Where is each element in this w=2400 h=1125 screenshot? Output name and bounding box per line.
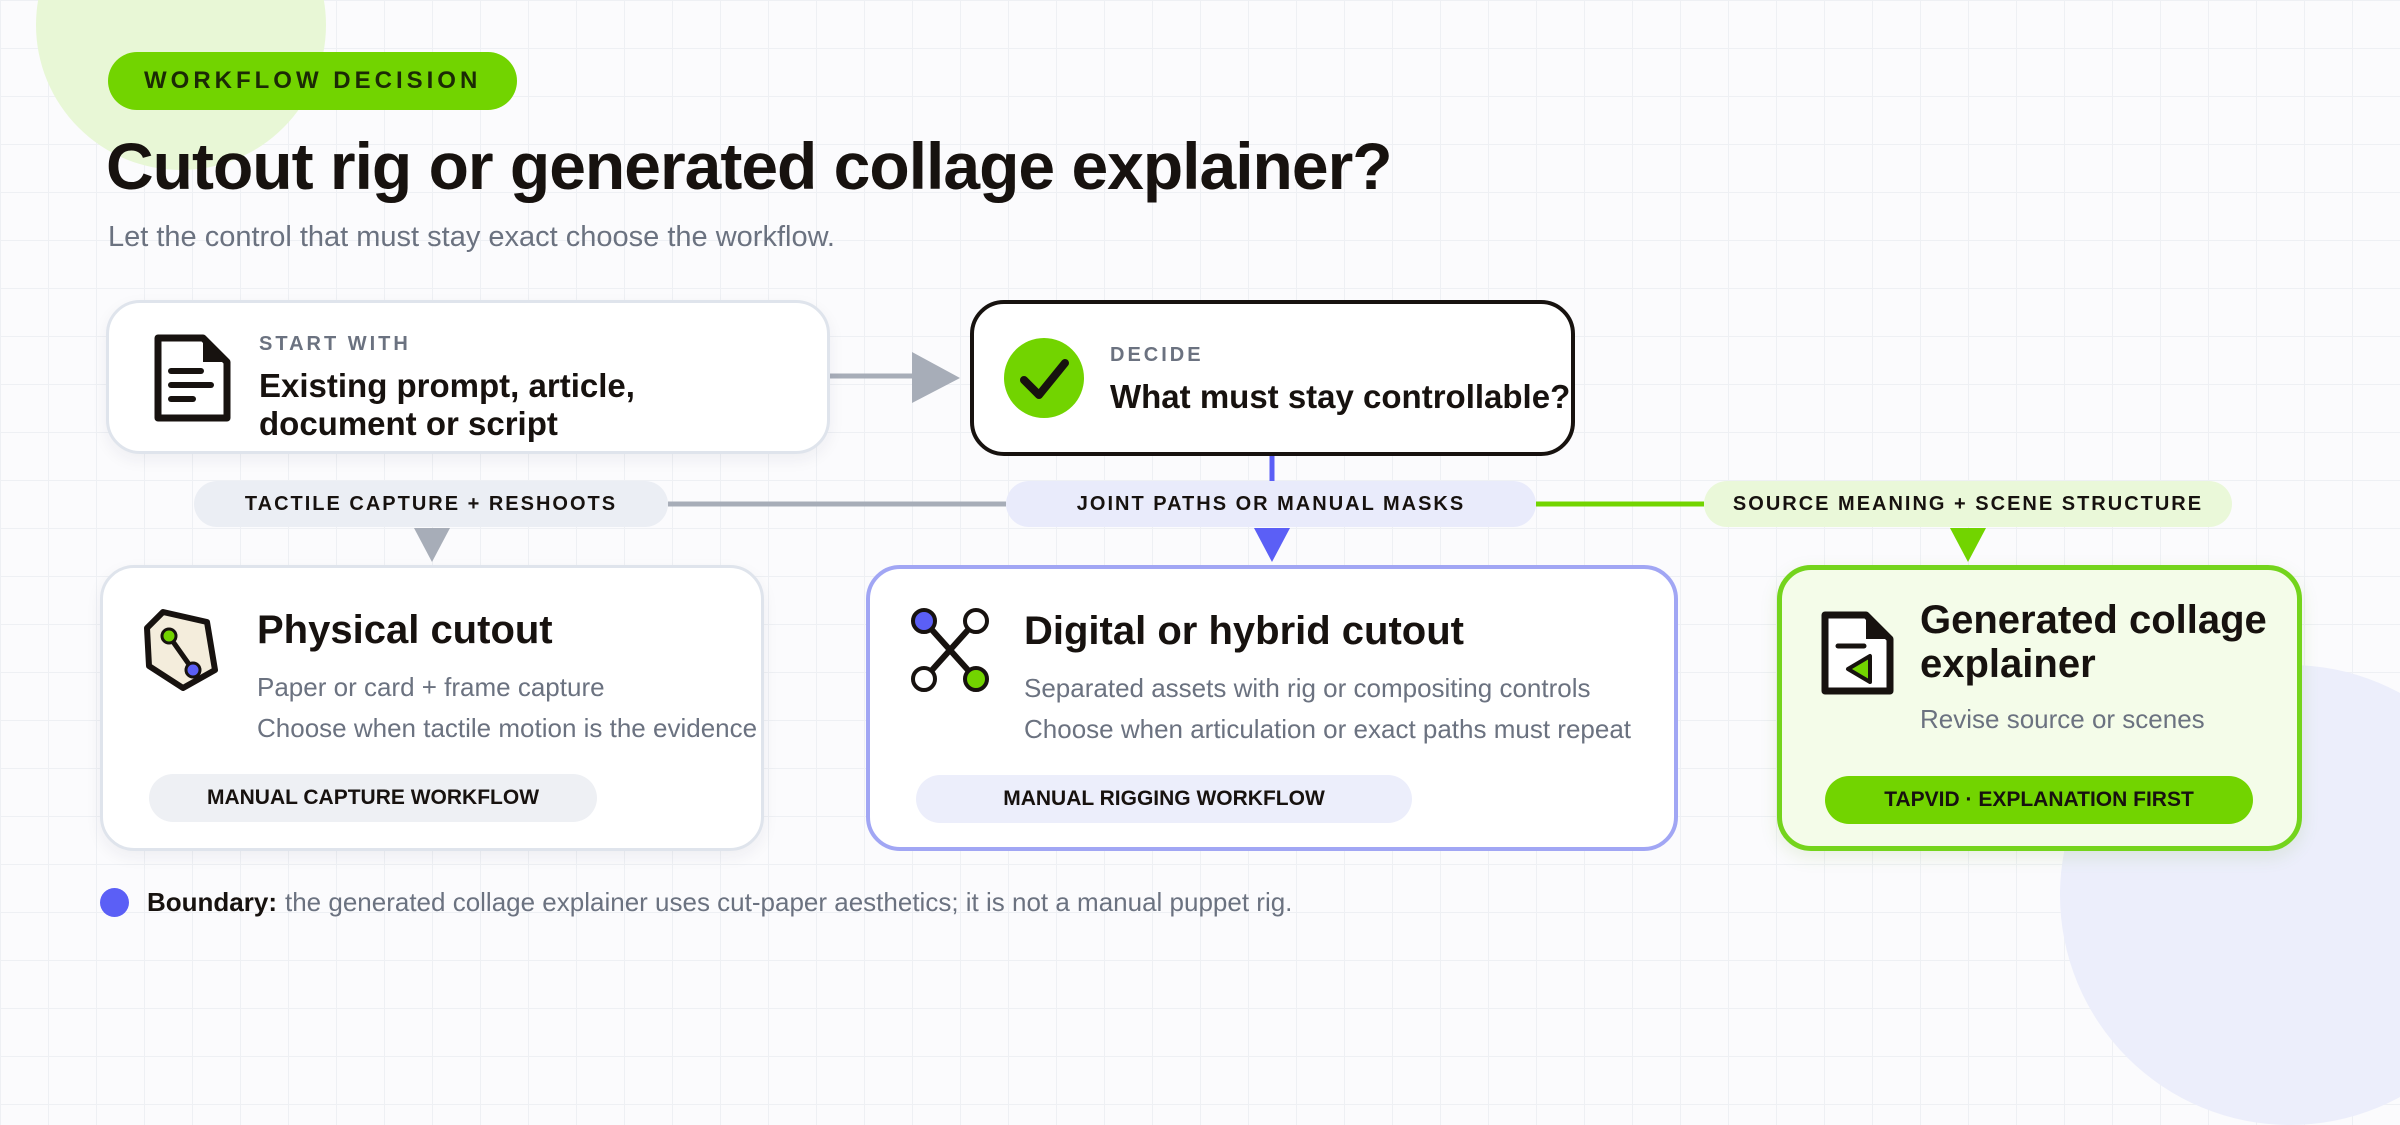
flow-connectors <box>414 352 1986 562</box>
physical-title: Physical cutout <box>257 608 553 652</box>
generated-title: Generated collage explainer <box>1920 598 2267 686</box>
physical-line-1: Paper or card + frame capture <box>257 672 605 702</box>
decide-text: What must stay controllable? <box>1110 378 1571 415</box>
document-play-icon <box>1820 610 1896 701</box>
connector-to-generated <box>1536 501 1986 562</box>
digital-line-1: Separated assets with rig or compositing… <box>1024 673 1591 703</box>
generated-collage-card: Generated collage explainer Revise sourc… <box>1777 565 2302 851</box>
branch-label-digital: JOINT PATHS OR MANUAL MASKS <box>1006 481 1536 527</box>
boundary-bullet-icon <box>100 888 129 917</box>
eyebrow-badge: WORKFLOW DECISION <box>108 52 518 110</box>
manual-rigging-pill: MANUAL RIGGING WORKFLOW <box>916 775 1412 823</box>
arrow-start-to-decide <box>826 352 960 403</box>
digital-title: Digital or hybrid cutout <box>1024 609 1464 653</box>
start-text: Existing prompt, article, document or sc… <box>259 367 635 442</box>
boundary-note: Boundary: the generated collage explaine… <box>100 887 1292 918</box>
physical-line-2: Choose when tactile motion is the eviden… <box>257 713 758 743</box>
manual-capture-pill: MANUAL CAPTURE WORKFLOW <box>149 774 597 822</box>
page-subtitle: Let the control that must stay exact cho… <box>108 221 835 253</box>
physical-cutout-card: Physical cutout Paper or card + frame ca… <box>100 565 764 851</box>
boundary-text: the generated collage explainer uses cut… <box>285 887 1293 917</box>
start-card: START WITH Existing prompt, article, doc… <box>106 300 830 454</box>
rig-joints-icon <box>910 607 990 698</box>
tapvid-explanation-pill: TAPVID · EXPLANATION FIRST <box>1825 776 2253 824</box>
paper-cutout-icon <box>143 606 219 699</box>
digital-line-2: Choose when articulation or exact paths … <box>1024 714 1632 744</box>
connector-decide-to-digital <box>1254 456 1290 562</box>
branch-label-physical: TACTILE CAPTURE + RESHOOTS <box>194 481 668 527</box>
document-icon <box>153 333 235 428</box>
start-kicker: START WITH <box>259 333 411 355</box>
page-title: Cutout rig or generated collage explaine… <box>106 129 1393 203</box>
checkmark-circle-icon <box>1002 336 1086 425</box>
boundary-label: Boundary: <box>147 887 277 917</box>
connector-to-physical <box>414 501 1006 562</box>
decide-kicker: DECIDE <box>1110 344 1204 366</box>
decide-card: DECIDE What must stay controllable? <box>970 300 1575 456</box>
digital-cutout-card: Digital or hybrid cutout Separated asset… <box>866 565 1678 851</box>
branch-label-generated: SOURCE MEANING + SCENE STRUCTURE <box>1704 481 2232 527</box>
generated-line-1: Revise source or scenes <box>1920 704 2205 734</box>
